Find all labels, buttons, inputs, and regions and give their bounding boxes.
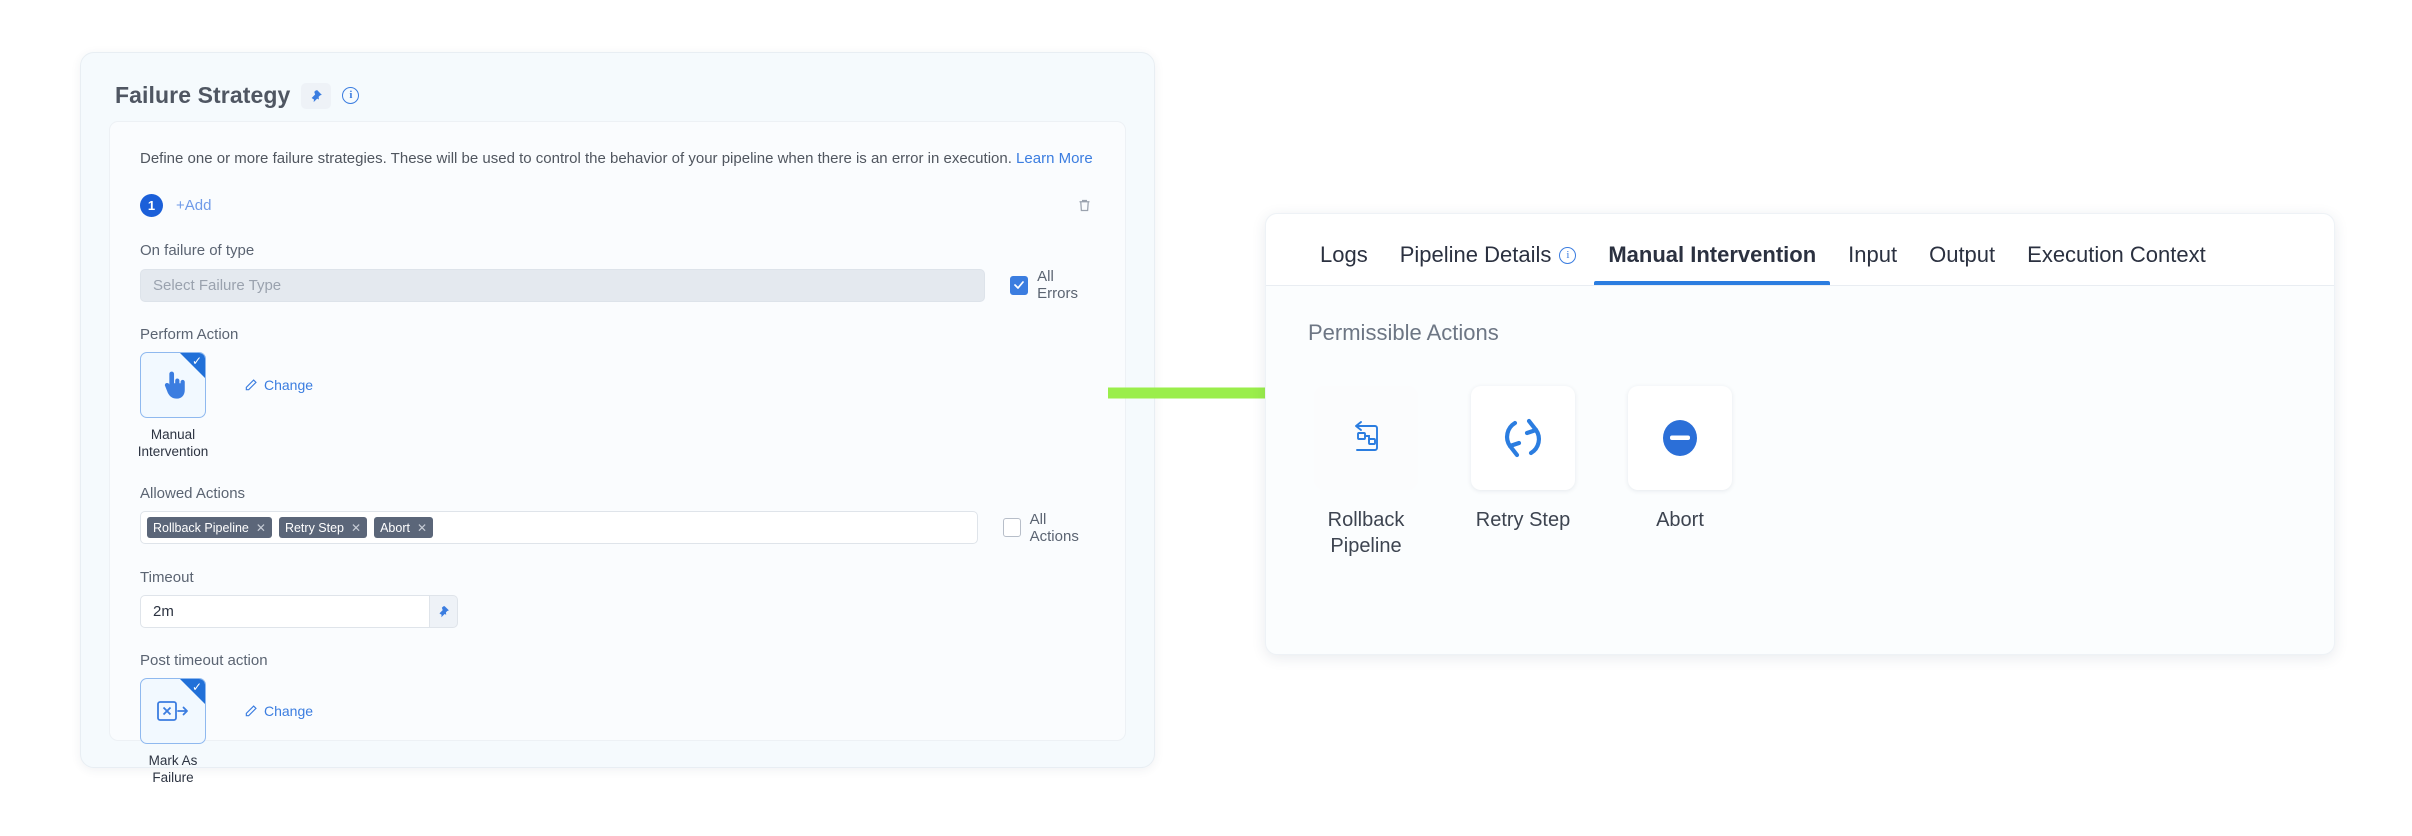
permissible-actions-list: Rollback Pipeline Retry Step <box>1308 386 2292 559</box>
check-icon: ✓ <box>191 679 202 694</box>
allowed-actions-label: Allowed Actions <box>140 484 246 502</box>
action-card[interactable] <box>1628 386 1732 490</box>
action-card[interactable] <box>1471 386 1575 490</box>
chip-label: Retry Step <box>284 520 345 535</box>
tab-output[interactable]: Output <box>1913 242 2011 285</box>
all-errors-checkbox-box[interactable] <box>1010 275 1029 295</box>
failure-type-select[interactable]: Select Failure Type <box>140 268 986 302</box>
action-label: Retry Step <box>1475 509 1571 531</box>
tab-manual-intervention[interactable]: Manual Intervention <box>1592 242 1832 285</box>
post-timeout-row: ✓ Change <box>140 677 1095 744</box>
pencil-icon <box>245 379 257 391</box>
perform-action-block: ✓ Change Manual Intervention <box>138 352 1095 461</box>
mark-as-failure-icon <box>157 700 188 721</box>
timeout-input[interactable]: 2m <box>140 594 430 628</box>
post-timeout-label: Post timeout action <box>140 651 268 669</box>
action-abort[interactable]: Abort <box>1628 386 1732 559</box>
all-errors-label: All Errors <box>1037 268 1078 302</box>
on-failure-row: Select Failure Type All Errors <box>140 268 1095 302</box>
tab-pipeline-details[interactable]: Pipeline Details i <box>1384 242 1593 285</box>
manual-intervention-panel: Logs Pipeline Details i Manual Intervent… <box>1265 213 2335 655</box>
close-icon[interactable]: ✕ <box>255 520 266 535</box>
on-failure-label: On failure of type <box>140 242 255 259</box>
tab-execution-context[interactable]: Execution Context <box>2011 242 2222 285</box>
tab-logs[interactable]: Logs <box>1304 242 1384 285</box>
chip-label: Abort <box>380 520 410 535</box>
change-label: Change <box>264 702 314 719</box>
timeout-row: 2m <box>140 594 1095 628</box>
perform-action-label: Perform Action <box>140 326 239 343</box>
tab-label: Output <box>1929 242 1996 267</box>
post-timeout-block: ✓ Change Mark As Failure <box>140 677 1095 787</box>
tab-bar: Logs Pipeline Details i Manual Intervent… <box>1266 214 2334 286</box>
all-errors-checkbox[interactable]: All Errors <box>1010 268 1095 302</box>
selected-corner-badge <box>180 678 205 704</box>
perform-action-row: ✓ Change <box>140 352 1095 418</box>
failure-strategy-header: Failure Strategy i <box>81 53 1154 113</box>
post-timeout-value: Mark As Failure <box>148 752 198 785</box>
strategy-index-badge: 1 <box>140 193 163 217</box>
chip-label: Rollback Pipeline <box>153 520 249 535</box>
tab-input[interactable]: Input <box>1832 242 1913 285</box>
close-icon[interactable]: ✕ <box>351 520 362 535</box>
timeout-label: Timeout <box>140 568 194 586</box>
pin-icon[interactable] <box>301 82 332 109</box>
trash-icon[interactable] <box>1073 193 1095 217</box>
permissible-actions-heading: Permissible Actions <box>1308 320 1499 345</box>
all-actions-checkbox-box[interactable] <box>1002 518 1021 538</box>
action-card[interactable] <box>1314 386 1418 490</box>
allowed-actions-input[interactable]: Rollback Pipeline ✕ Retry Step ✕ Abort ✕ <box>140 511 978 545</box>
chip-retry-step[interactable]: Retry Step ✕ <box>278 517 368 539</box>
change-perform-action-button[interactable]: Change <box>244 377 313 393</box>
description-label: Define one or more failure strategies. T… <box>140 150 1012 167</box>
page-title: Failure Strategy <box>115 82 291 108</box>
failure-strategy-body: Define one or more failure strategies. T… <box>109 121 1126 785</box>
retry-step-icon <box>1505 418 1541 458</box>
perform-action-card[interactable]: ✓ <box>140 352 206 418</box>
action-rollback-pipeline[interactable]: Rollback Pipeline <box>1314 386 1418 559</box>
info-icon[interactable]: i <box>342 87 360 104</box>
tab-label: Manual Intervention <box>1608 242 1817 267</box>
action-retry-step[interactable]: Retry Step <box>1471 386 1575 559</box>
chip-abort[interactable]: Abort ✕ <box>374 517 434 539</box>
timeout-pin-icon[interactable] <box>430 594 458 628</box>
hand-pointer-icon <box>164 371 185 399</box>
close-icon[interactable]: ✕ <box>416 520 428 535</box>
pencil-icon <box>245 704 257 716</box>
action-label: Abort <box>1656 509 1704 531</box>
learn-more-link[interactable]: Learn More <box>1016 150 1093 167</box>
action-label: Rollback Pipeline <box>1327 509 1405 557</box>
abort-icon <box>1663 420 1697 456</box>
failure-strategy-panel: Failure Strategy i Define one or more fa… <box>80 52 1155 785</box>
allowed-actions-row: Rollback Pipeline ✕ Retry Step ✕ Abort ✕… <box>140 511 1095 545</box>
info-icon[interactable]: i <box>1559 246 1577 264</box>
perform-action-value: Manual Intervention <box>137 427 209 459</box>
tab-label: Input <box>1848 242 1898 267</box>
rollback-pipeline-icon <box>1355 421 1378 451</box>
description-text: Define one or more failure strategies. T… <box>140 148 1095 169</box>
change-post-timeout-button[interactable]: Change <box>244 703 313 719</box>
all-actions-checkbox[interactable]: All Actions <box>1002 510 1095 545</box>
selected-corner-badge <box>180 353 205 378</box>
chip-rollback-pipeline[interactable]: Rollback Pipeline ✕ <box>147 517 272 539</box>
manual-intervention-body: Permissible Actions Rollback Pipeline <box>1266 286 2334 559</box>
add-strategy-button[interactable]: +Add <box>176 196 212 214</box>
tab-label: Pipeline Details <box>1399 242 1552 267</box>
tab-label: Logs <box>1320 242 1368 267</box>
strategy-add-row: 1 +Add <box>140 192 1095 218</box>
change-label: Change <box>264 377 314 393</box>
check-icon: ✓ <box>191 354 202 368</box>
post-timeout-card[interactable]: ✓ <box>140 677 206 744</box>
tab-label: Execution Context <box>2027 242 2206 267</box>
all-actions-label: All Actions <box>1029 510 1079 545</box>
